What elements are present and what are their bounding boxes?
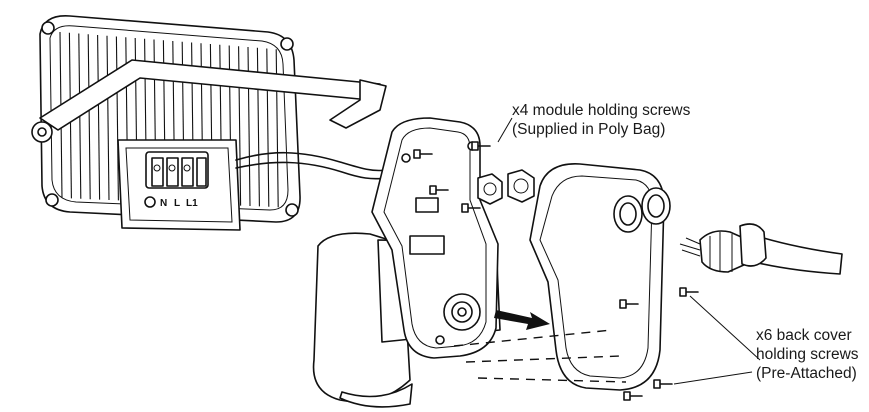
heatsink-fin — [87, 34, 91, 200]
terminal-block — [151, 157, 207, 187]
callout-leaders — [497, 117, 761, 385]
cable-gland — [613, 195, 643, 233]
alignment-dash-lines — [453, 329, 627, 383]
lock-nuts — [477, 169, 535, 205]
back-cover-screws-callout-line1: x6 back cover — [756, 327, 852, 344]
screw — [461, 203, 481, 213]
earth-symbol — [144, 196, 156, 208]
screw — [471, 141, 491, 151]
module-screws-callout: x4 module holding screws (Supplied in Po… — [512, 101, 690, 139]
heatsink-fin — [106, 35, 110, 201]
back-cover-screws-callout: x6 back cover holding screws (Pre-Attach… — [756, 326, 859, 383]
terminal-label-l: L — [174, 198, 180, 209]
gland-seal — [739, 223, 767, 267]
mounting-bracket — [31, 59, 387, 143]
module-screws-callout-line2: (Supplied in Poly Bag) — [512, 121, 666, 138]
back-cover-holding-screws — [619, 287, 699, 401]
cable-gland — [641, 187, 671, 225]
heatsink-fin — [97, 34, 101, 200]
screw — [623, 391, 643, 401]
terminal-label-l1: L1 — [186, 198, 198, 209]
back-cover — [529, 163, 671, 391]
back-cover-screws-callout-line3: (Pre-Attached) — [756, 365, 857, 382]
screw — [429, 185, 449, 195]
module-screws-callout-line1: x4 module holding screws — [512, 102, 691, 119]
screw — [653, 379, 673, 389]
supply-cable — [679, 223, 843, 275]
screw — [619, 299, 639, 309]
screw — [679, 287, 699, 297]
assembly-direction-arrow — [494, 310, 550, 330]
terminal-label-n: N — [160, 198, 167, 209]
module-holding-screws — [413, 141, 491, 213]
terminal-block-housing: N L L1 — [117, 139, 387, 231]
back-cover-screws-callout-line2: holding screws — [756, 346, 859, 363]
screw — [413, 149, 433, 159]
heatsink-fin — [115, 36, 119, 201]
